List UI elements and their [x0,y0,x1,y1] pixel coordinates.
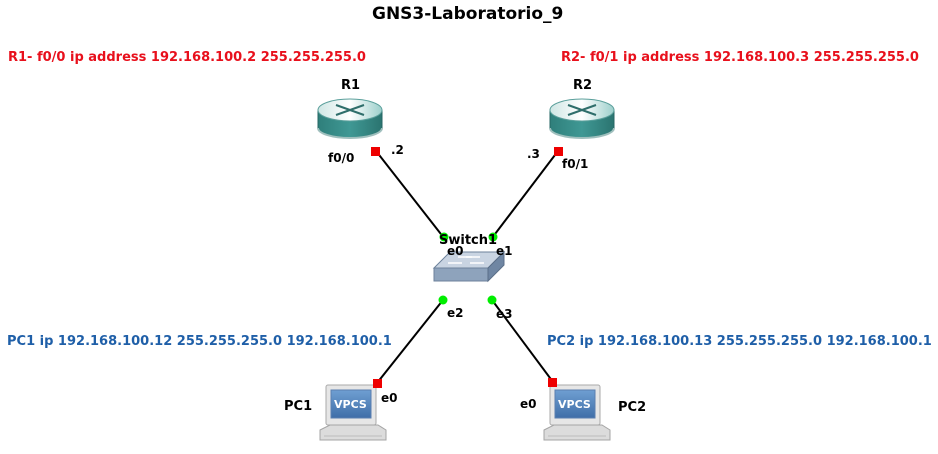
port-label-r1: f0/0 [328,151,355,165]
port-status-pc2-e0 [548,378,557,387]
node-label-r1[interactable]: R1 [341,78,361,93]
pc1-vpcs-badge: VPCS [334,398,367,411]
link-r1-switch1[interactable] [375,150,445,239]
node-label-r2[interactable]: R2 [573,78,593,93]
link-pc2-switch1[interactable] [491,299,554,383]
router-r1-icon[interactable] [317,98,383,139]
node-label-pc2[interactable]: PC2 [618,400,647,415]
port-host-r2: .3 [527,147,540,161]
port-label-pc2: e0 [520,397,537,411]
router-r2-icon[interactable] [549,98,615,139]
port-label-sw-e1: e1 [496,244,513,258]
note-pc2[interactable]: PC2 ip 192.168.100.13 255.255.255.0 192.… [547,334,932,349]
port-status-r2-f0-1 [554,147,563,156]
node-label-pc1[interactable]: PC1 [284,399,313,414]
port-status-sw-e2 [438,295,448,305]
link-r2-switch1[interactable] [491,150,559,239]
port-host-r1: .2 [391,143,404,157]
pc2-vpcs-badge: VPCS [558,398,591,411]
link-pc1-switch1[interactable] [376,299,444,384]
port-label-r2: f0/1 [562,157,589,171]
note-pc1[interactable]: PC1 ip 192.168.100.12 255.255.255.0 192.… [7,334,392,349]
port-status-sw-e1 [488,232,498,242]
note-r1[interactable]: R1- f0/0 ip address 192.168.100.2 255.25… [8,50,366,65]
port-label-sw-e2: e2 [447,306,464,320]
port-status-sw-e3 [487,295,497,305]
diagram-title: GNS3-Laboratorio_9 [372,4,564,24]
port-status-sw-e0 [439,232,449,242]
pc2-vpcs-icon[interactable] [543,384,611,441]
port-status-pc1-e0 [373,379,382,388]
switch1-icon[interactable] [432,250,506,283]
pc1-vpcs-icon[interactable] [319,384,387,441]
port-label-sw-e3: e3 [496,307,513,321]
port-label-sw-e0: e0 [447,244,464,258]
port-label-pc1: e0 [381,391,398,405]
node-label-switch1[interactable]: Switch1 [439,233,498,248]
port-status-r1-f0-0 [371,147,380,156]
note-r2[interactable]: R2- f0/1 ip address 192.168.100.3 255.25… [561,50,919,65]
